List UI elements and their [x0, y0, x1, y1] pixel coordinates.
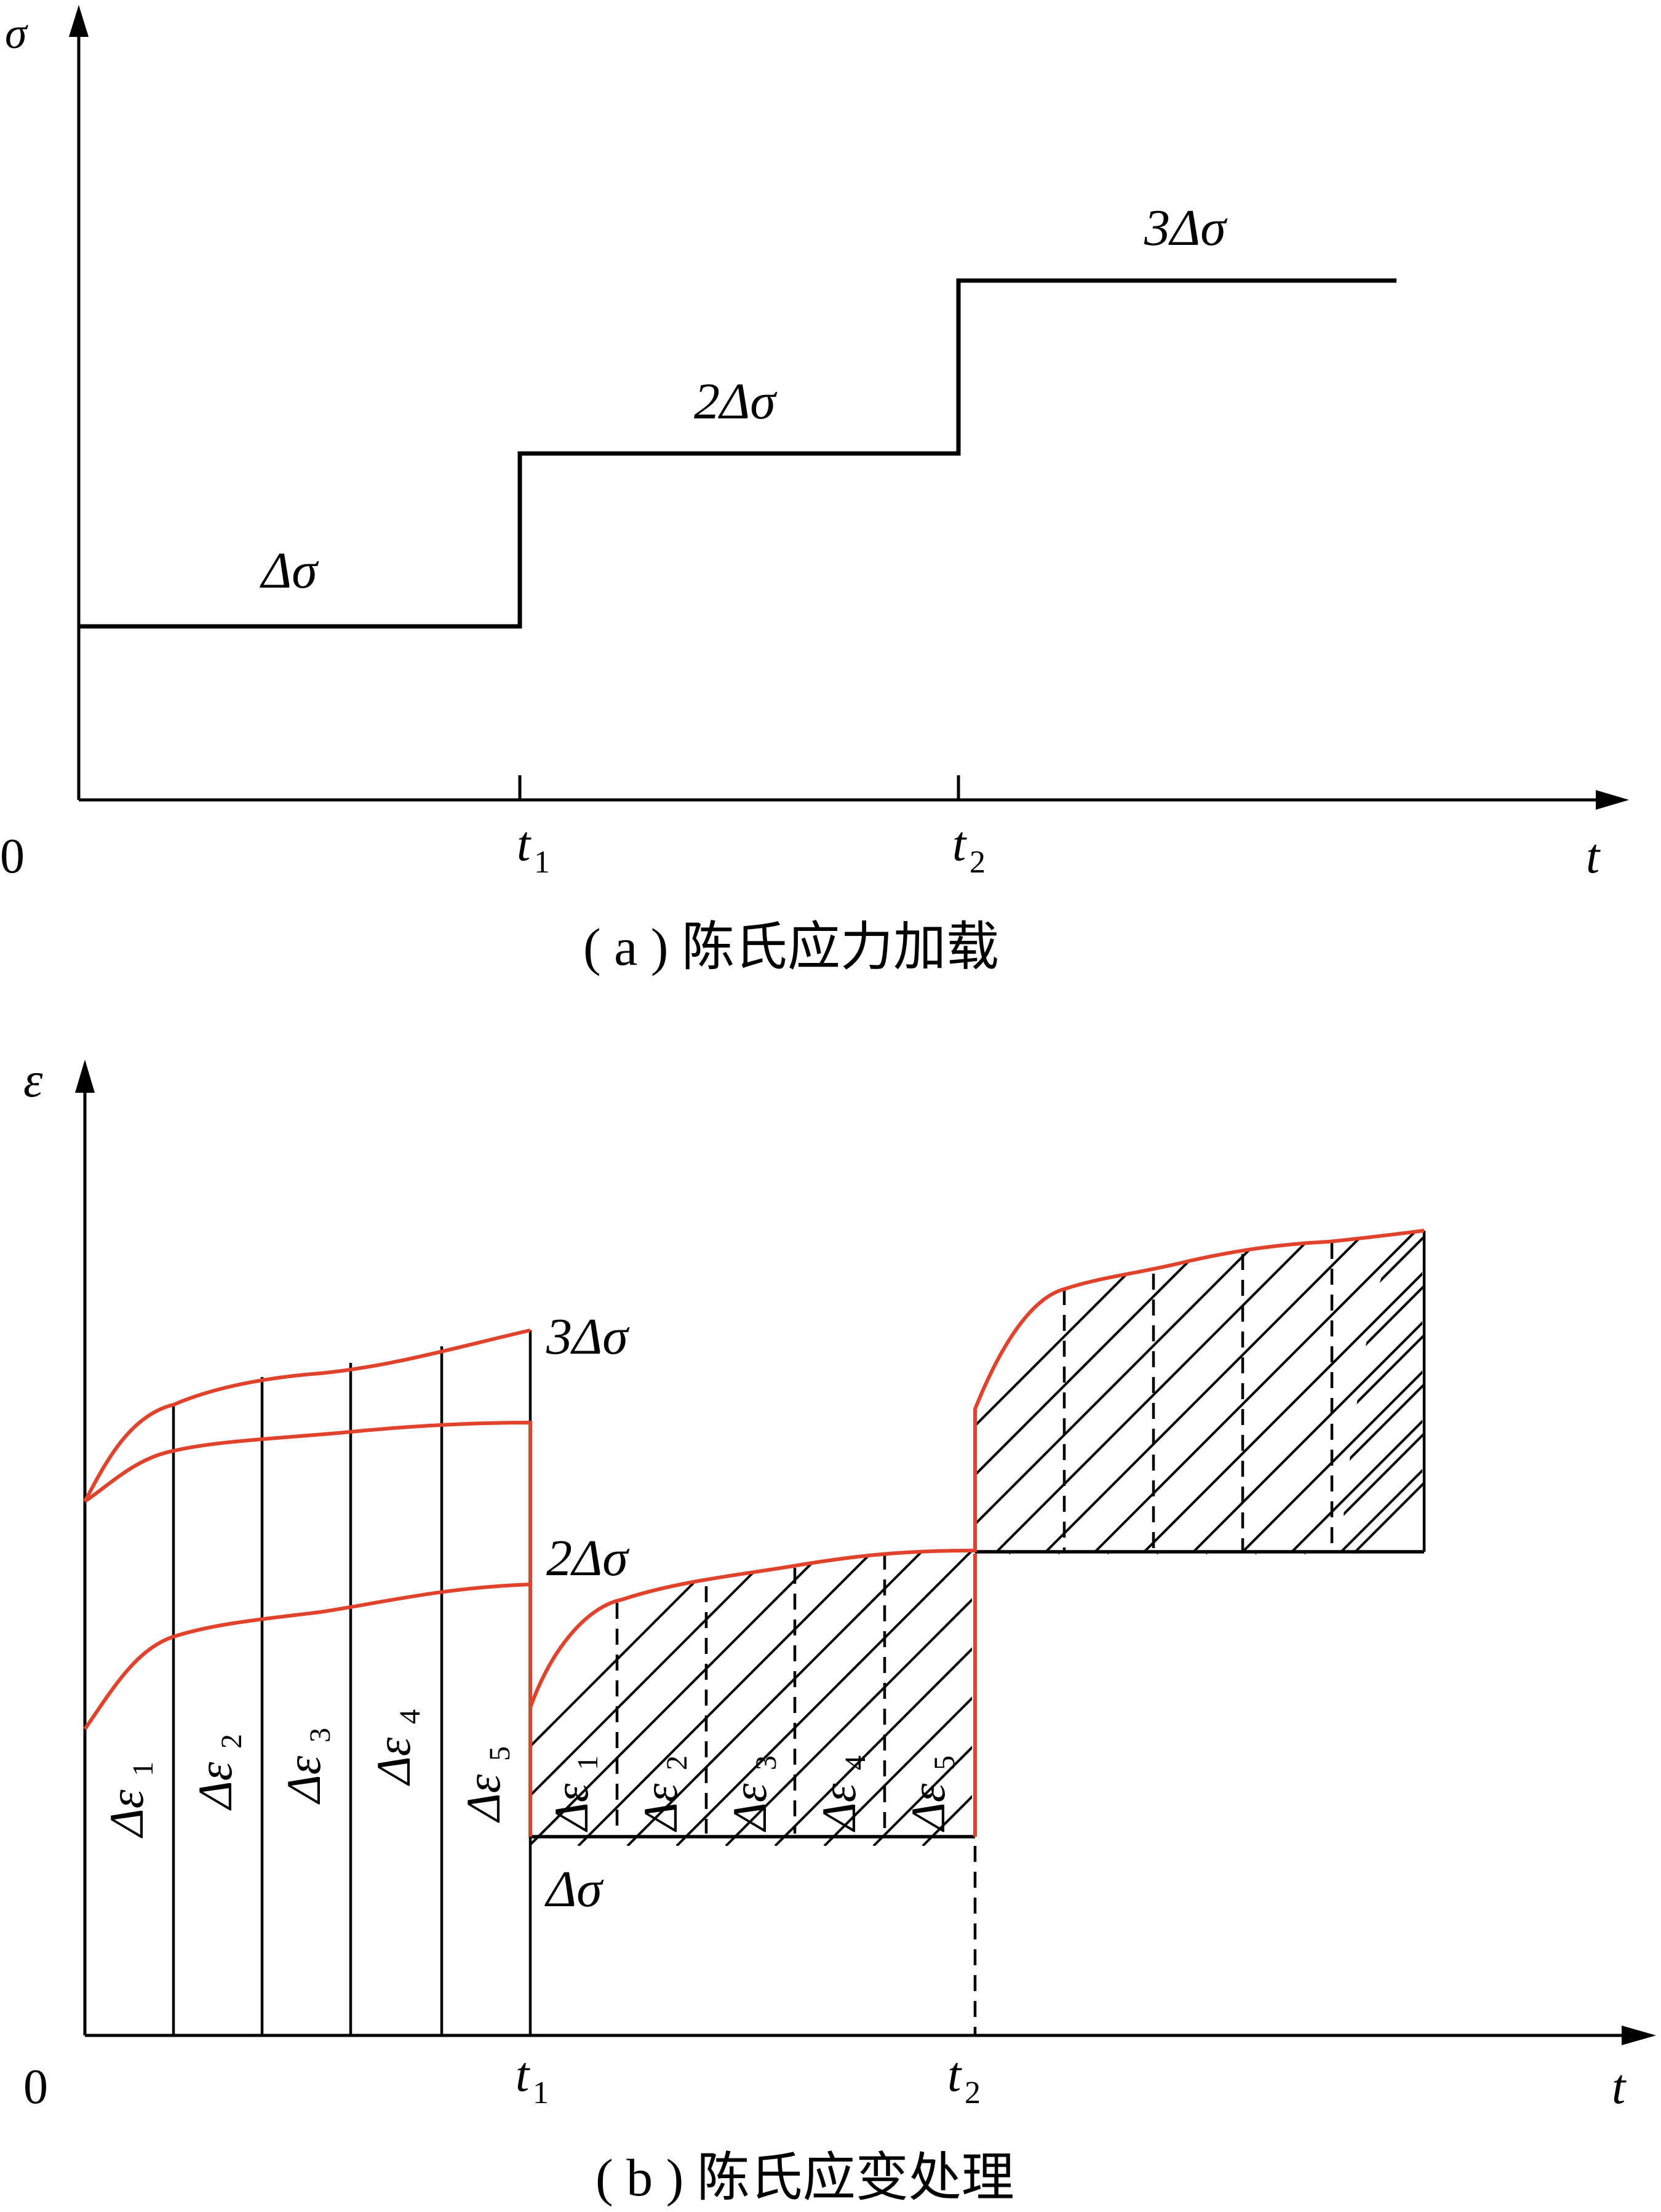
delta-epsilon-3-label: Δε 3	[277, 1728, 337, 1805]
svg-text:Δε: Δε	[901, 1783, 955, 1832]
step-label-1: Δσ	[260, 542, 319, 599]
svg-text:Δε: Δε	[100, 1789, 153, 1839]
curve-region-2-final	[973, 1229, 1425, 1552]
strain-increment-labels-right: Δε 1 Δε 2 Δε 3 Δε 4 Δε 5	[544, 1755, 961, 1832]
creep-curves	[83, 1328, 977, 1837]
delta-epsilon-4-label-shifted: Δε 4	[812, 1755, 872, 1832]
caption-a: ( a ) 陈氏应力加载	[583, 917, 999, 976]
svg-text:4: 4	[839, 1755, 872, 1770]
curve-delta-sigma	[84, 1420, 532, 1837]
t2-label-b: t 2	[947, 2048, 981, 2110]
origin-label-a: 0	[0, 829, 25, 884]
curve-label-1: Δσ	[544, 1861, 604, 1918]
delta-epsilon-1-label-shifted: Δε 1	[544, 1755, 604, 1832]
svg-text:Δε: Δε	[456, 1774, 510, 1823]
svg-text:t: t	[952, 817, 967, 871]
curve-3-delta-sigma	[83, 1328, 531, 1503]
svg-text:1: 1	[127, 1762, 159, 1776]
svg-text:Δε: Δε	[544, 1783, 598, 1832]
t1-label-a: t 1	[517, 817, 550, 880]
svg-text:Δε: Δε	[634, 1783, 687, 1832]
svg-text:3: 3	[304, 1728, 337, 1743]
sigma-axis-arrow-icon	[69, 5, 89, 37]
svg-text:Δε: Δε	[367, 1737, 420, 1786]
curve-label-3: 3Δσ	[546, 1308, 630, 1365]
t1-label-b: t 1	[516, 2048, 549, 2110]
origin-label-b: 0	[23, 2060, 48, 2114]
svg-text:5: 5	[484, 1746, 516, 1761]
t2-label-a: t 2	[952, 817, 986, 880]
time-axis-label-a: t	[1586, 829, 1601, 884]
svg-text:1: 1	[572, 1755, 604, 1770]
svg-text:2: 2	[215, 1734, 248, 1749]
curve-label-2: 2Δσ	[546, 1530, 630, 1587]
strain-increment-labels-left: Δε 1 Δε 2 Δε 3 Δε 4 Δε 5	[100, 1709, 516, 1839]
epsilon-axis-arrow-icon	[75, 1060, 95, 1093]
svg-text:t: t	[516, 2048, 530, 2102]
svg-text:1: 1	[534, 845, 550, 880]
svg-text:5: 5	[928, 1755, 961, 1770]
step-label-3: 3Δσ	[1144, 199, 1228, 257]
panel-a: σ 0 t t 1 t 2 Δσ 2Δσ 3Δσ ( a ) 陈氏应力加载	[0, 5, 1629, 976]
curve-region-1	[528, 1549, 975, 1709]
delta-epsilon-2-label-shifted: Δε 2	[634, 1755, 693, 1832]
caption-b: ( b ) 陈氏应变处理	[595, 2148, 1014, 2207]
svg-text:4: 4	[394, 1709, 426, 1724]
svg-text:2: 2	[965, 2075, 981, 2110]
time-axis-label-b: t	[1612, 2060, 1627, 2114]
svg-text:2: 2	[661, 1755, 693, 1770]
curve-2-delta-sigma	[83, 1583, 531, 1730]
stress-staircase	[79, 278, 1396, 629]
time-axis-b-arrow-icon	[1622, 2026, 1656, 2045]
delta-epsilon-1-label: Δε 1	[100, 1762, 159, 1839]
step-label-2: 2Δσ	[694, 373, 778, 430]
dashed-dividers-1	[615, 1554, 886, 1834]
svg-text:3: 3	[750, 1755, 783, 1770]
svg-text:t: t	[517, 817, 532, 871]
svg-text:t: t	[947, 2048, 962, 2102]
svg-text:1: 1	[533, 2075, 549, 2110]
sigma-axis-label: σ	[5, 9, 28, 58]
time-axis-a-arrow-icon	[1596, 790, 1629, 810]
delta-epsilon-2-label: Δε 2	[188, 1734, 248, 1811]
epsilon-axis-label: ε	[23, 1053, 43, 1108]
svg-text:Δε: Δε	[188, 1762, 242, 1811]
svg-text:2: 2	[970, 845, 986, 880]
svg-text:Δε: Δε	[812, 1783, 866, 1832]
svg-text:Δε: Δε	[723, 1783, 776, 1832]
hatched-region-1	[529, 1551, 972, 1846]
delta-epsilon-4-label: Δε 4	[367, 1709, 426, 1786]
svg-text:Δε: Δε	[277, 1755, 330, 1805]
delta-epsilon-5-label: Δε 5	[456, 1746, 516, 1823]
delta-epsilon-3-label-shifted: Δε 3	[723, 1755, 783, 1832]
delta-epsilon-5-label-shifted: Δε 5	[901, 1755, 961, 1832]
